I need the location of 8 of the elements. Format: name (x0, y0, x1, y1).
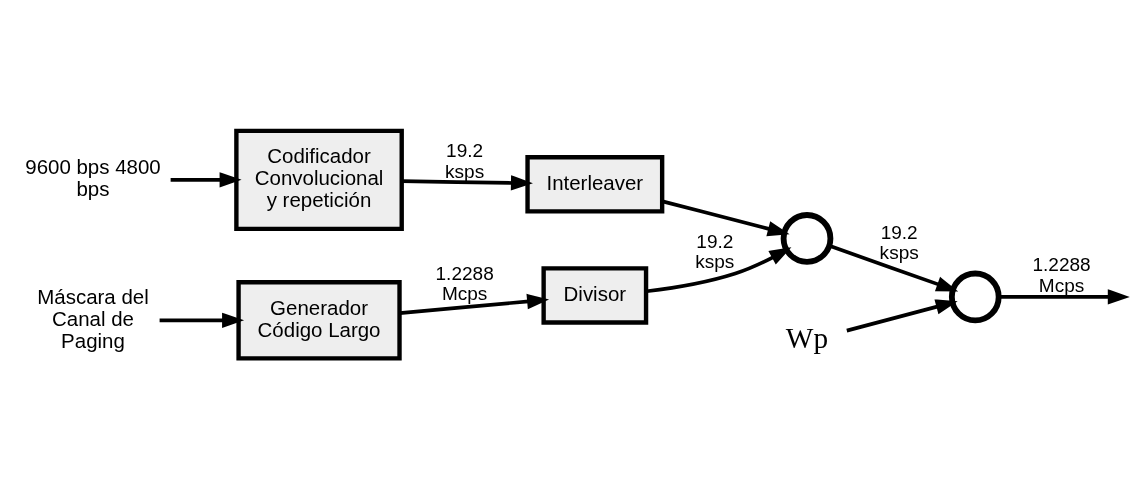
edge-label: 1.2288 Mcps (435, 262, 494, 305)
edge-label: 19.2 ksps (695, 230, 735, 273)
edge-label: 1.2288 Mcps (1032, 254, 1091, 296)
node-text: Wp (785, 322, 829, 355)
node-text: 9600 bps 4800 bps (25, 155, 161, 201)
edge-label: 19.2 ksps (445, 140, 485, 182)
edge-label: 19.2 ksps (879, 221, 919, 264)
node-text: Máscara del Canal de Paging (37, 284, 149, 352)
